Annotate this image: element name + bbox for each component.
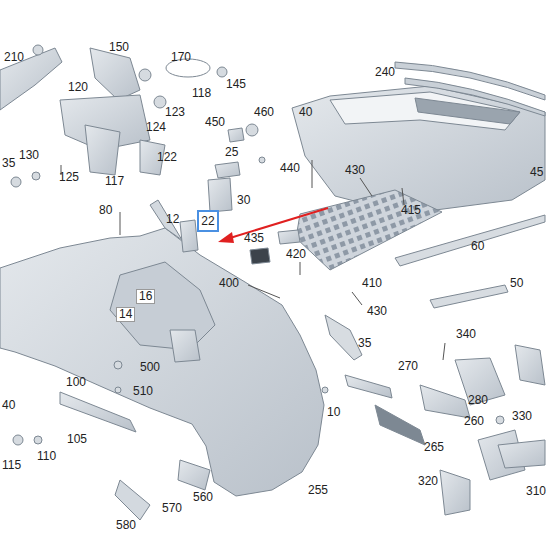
callout-number: 118 (191, 87, 212, 100)
callout-number: 320 (417, 475, 439, 488)
callout-number: 430 (366, 305, 388, 318)
callout-number: 117 (104, 175, 125, 188)
callout-number: 122 (156, 151, 178, 164)
callout-number: 310 (525, 485, 547, 498)
callout-number: 440 (279, 162, 301, 175)
callout-number: 35 (357, 337, 372, 350)
callout-number: 570 (161, 502, 183, 515)
callout-number: 280 (467, 394, 489, 407)
callout-number: 170 (170, 51, 192, 64)
callout-number: 120 (67, 81, 89, 94)
callout-number: 35 (1, 157, 16, 170)
callout-number: 60 (470, 240, 485, 253)
callout-number: 50 (509, 277, 524, 290)
callout-number: 25 (224, 146, 239, 159)
callout-number: 265 (423, 441, 445, 454)
callout-number: 420 (285, 248, 307, 261)
callout-number: 10 (326, 406, 341, 419)
callout-number: 40 (298, 106, 313, 119)
callout-number: 12 (165, 213, 180, 226)
highlight-callout-box: 22 (197, 210, 219, 232)
callout-number: 460 (253, 106, 275, 119)
callout-number: 110 (36, 450, 57, 463)
callout-number: 105 (66, 433, 88, 446)
callout-number: 45 (529, 166, 544, 179)
callout-number: 40 (1, 399, 16, 412)
callout-number: 240 (374, 66, 396, 79)
callout-number: 500 (139, 361, 161, 374)
callout-number: 255 (307, 484, 329, 497)
callout-number: 340 (455, 328, 477, 341)
callout-number: 14 (116, 307, 135, 322)
callout-number: 123 (164, 106, 186, 119)
callout-number: 560 (192, 491, 214, 504)
callout-number: 415 (400, 204, 422, 217)
callout-number: 80 (98, 204, 113, 217)
callout-number: 145 (225, 78, 247, 91)
callout-number: 30 (236, 194, 251, 207)
callout-number: 125 (58, 171, 80, 184)
callout-number: 16 (136, 289, 155, 304)
callout-number: 450 (204, 116, 226, 129)
callout-number: 22 (199, 214, 217, 228)
callout-number: 580 (115, 519, 137, 532)
callout-number: 100 (65, 376, 87, 389)
callout-number: 330 (511, 410, 533, 423)
callout-number: 150 (108, 41, 130, 54)
callout-number: 124 (145, 121, 167, 134)
callout-number: 270 (397, 360, 419, 373)
callout-number: 510 (132, 385, 154, 398)
callout-number: 260 (463, 415, 485, 428)
callout-number: 400 (218, 277, 240, 290)
callout-number: 410 (361, 277, 383, 290)
callout-number: 430 (344, 164, 366, 177)
callout-number: 130 (18, 149, 40, 162)
callout-number: 435 (243, 232, 265, 245)
callout-number: 115 (1, 459, 22, 472)
callout-number: 210 (3, 51, 25, 64)
